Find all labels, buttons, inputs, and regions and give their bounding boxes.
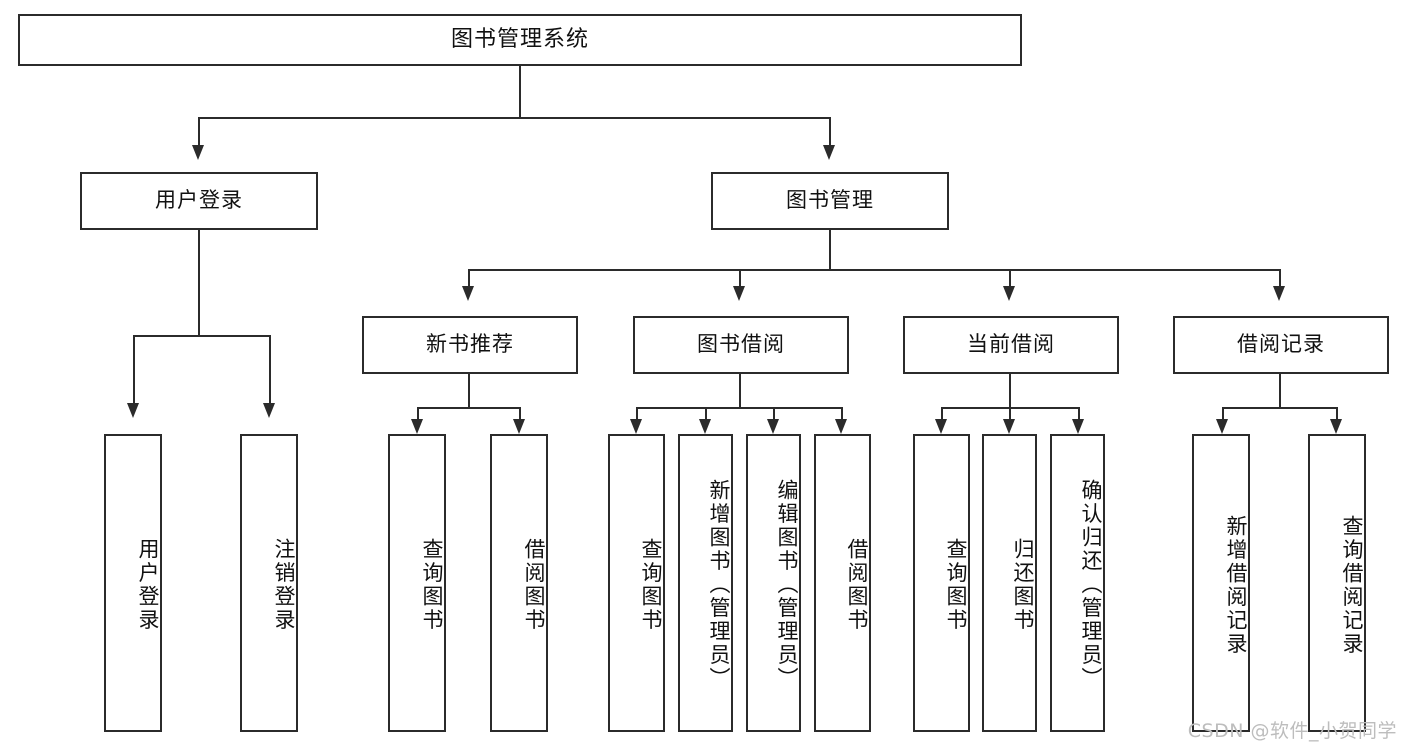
node-label: 图书借阅 <box>697 332 785 357</box>
connector-bookmgmt-drop-3 <box>1009 269 1012 288</box>
connector-currentborrow-drop-2 <box>1009 407 1012 421</box>
arrowhead-leaf-add-book <box>699 419 711 434</box>
connector-root-bar <box>198 117 831 120</box>
node-new-book-recommend[interactable]: 新书推荐 <box>362 316 578 374</box>
node-book-borrow[interactable]: 图书借阅 <box>633 316 849 374</box>
node-label: 归还图书 <box>1011 538 1035 632</box>
node-label: 新增借阅记录 <box>1224 514 1248 656</box>
leaf-add-borrow-record[interactable]: 新增借阅记录 <box>1192 434 1250 732</box>
node-label: 新增图书（管理员） <box>707 479 731 691</box>
leaf-query-book-borrow[interactable]: 查询图书 <box>608 434 665 732</box>
arrowhead-leaf-query-record <box>1330 419 1342 434</box>
node-user-login[interactable]: 用户登录 <box>80 172 318 230</box>
node-label: 查询图书 <box>420 538 444 632</box>
arrowhead-leaf-add-record <box>1216 419 1228 434</box>
arrowhead-borrow-records <box>1273 286 1285 301</box>
node-borrow-records[interactable]: 借阅记录 <box>1173 316 1389 374</box>
leaf-query-book-recommend[interactable]: 查询图书 <box>388 434 446 732</box>
node-label: 查询借阅记录 <box>1340 514 1364 656</box>
connector-newbook-drop-1 <box>417 407 420 421</box>
node-label: 用户登录 <box>136 538 160 632</box>
leaf-edit-book-admin[interactable]: 编辑图书（管理员） <box>746 434 801 732</box>
connector-bookborrow-drop-3 <box>773 407 776 421</box>
arrowhead-leaf-logout <box>263 403 275 418</box>
connector-bookborrow-stem <box>739 374 742 409</box>
connector-userlogin-stem <box>198 230 201 336</box>
connector-bookborrow-drop-4 <box>841 407 844 421</box>
arrowhead-leaf-query-book-2 <box>630 419 642 434</box>
connector-currentborrow-drop-1 <box>941 407 944 421</box>
connector-bookborrow-drop-1 <box>636 407 639 421</box>
node-label: 图书管理系统 <box>450 26 589 52</box>
connector-bookmgmt-stem <box>829 230 832 271</box>
node-label: 借阅图书 <box>522 538 546 632</box>
node-label: 查询图书 <box>944 538 968 632</box>
node-label: 借阅图书 <box>845 538 869 632</box>
arrowhead-book-management <box>823 145 835 160</box>
connector-bookborrow-bar <box>636 407 843 410</box>
arrowhead-leaf-user-login <box>127 403 139 418</box>
node-label: 确认归还（管理员） <box>1079 479 1103 691</box>
connector-bookmgmt-drop-4 <box>1279 269 1282 288</box>
arrowhead-user-login <box>192 145 204 160</box>
connector-userlogin-bar <box>133 335 271 338</box>
leaf-user-login[interactable]: 用户登录 <box>104 434 162 732</box>
node-current-borrow[interactable]: 当前借阅 <box>903 316 1119 374</box>
node-label: 注销登录 <box>272 538 296 632</box>
node-label: 图书管理 <box>786 188 874 213</box>
arrowhead-leaf-borrow-book-2 <box>835 419 847 434</box>
connector-borrowrecords-drop-1 <box>1222 407 1225 421</box>
node-root-book-management-system[interactable]: 图书管理系统 <box>18 14 1022 66</box>
arrowhead-current-borrow <box>1003 286 1015 301</box>
connector-bookmgmt-drop-1 <box>468 269 471 288</box>
leaf-add-book-admin[interactable]: 新增图书（管理员） <box>678 434 733 732</box>
connector-root-drop-2 <box>829 117 832 147</box>
leaf-borrow-book[interactable]: 借阅图书 <box>814 434 871 732</box>
arrowhead-leaf-query-book-3 <box>935 419 947 434</box>
connector-newbook-stem <box>468 374 471 409</box>
connector-root-stem <box>519 66 522 118</box>
node-label: 查询图书 <box>639 538 663 632</box>
leaf-query-book-current[interactable]: 查询图书 <box>913 434 970 732</box>
arrowhead-leaf-query-book-1 <box>411 419 423 434</box>
connector-root-drop-1 <box>198 117 201 147</box>
connector-newbook-drop-2 <box>519 407 522 421</box>
connector-bookmgmt-bar <box>468 269 1280 272</box>
leaf-borrow-book-recommend[interactable]: 借阅图书 <box>490 434 548 732</box>
connector-borrowrecords-drop-2 <box>1336 407 1339 421</box>
arrowhead-leaf-confirm-return <box>1072 419 1084 434</box>
leaf-confirm-return-admin[interactable]: 确认归还（管理员） <box>1050 434 1105 732</box>
connector-currentborrow-stem <box>1009 374 1012 409</box>
connector-userlogin-drop-2 <box>269 335 272 405</box>
arrowhead-leaf-return-book <box>1003 419 1015 434</box>
connector-borrowrecords-bar <box>1222 407 1338 410</box>
arrowhead-new-book-recommend <box>462 286 474 301</box>
node-label: 用户登录 <box>155 188 243 213</box>
node-label: 新书推荐 <box>426 332 514 357</box>
arrowhead-leaf-edit-book <box>767 419 779 434</box>
connector-bookmgmt-drop-2 <box>739 269 742 288</box>
arrowhead-book-borrow <box>733 286 745 301</box>
connector-userlogin-drop-1 <box>133 335 136 405</box>
leaf-logout[interactable]: 注销登录 <box>240 434 298 732</box>
leaf-query-borrow-record[interactable]: 查询借阅记录 <box>1308 434 1366 732</box>
node-book-management[interactable]: 图书管理 <box>711 172 949 230</box>
arrowhead-leaf-borrow-book-1 <box>513 419 525 434</box>
connector-borrowrecords-stem <box>1279 374 1282 409</box>
connector-currentborrow-drop-3 <box>1078 407 1081 421</box>
connector-newbook-bar <box>417 407 521 410</box>
node-label: 借阅记录 <box>1237 332 1325 357</box>
node-label: 当前借阅 <box>967 332 1055 357</box>
connector-bookborrow-drop-2 <box>705 407 708 421</box>
node-label: 编辑图书（管理员） <box>775 479 799 691</box>
leaf-return-book[interactable]: 归还图书 <box>982 434 1037 732</box>
